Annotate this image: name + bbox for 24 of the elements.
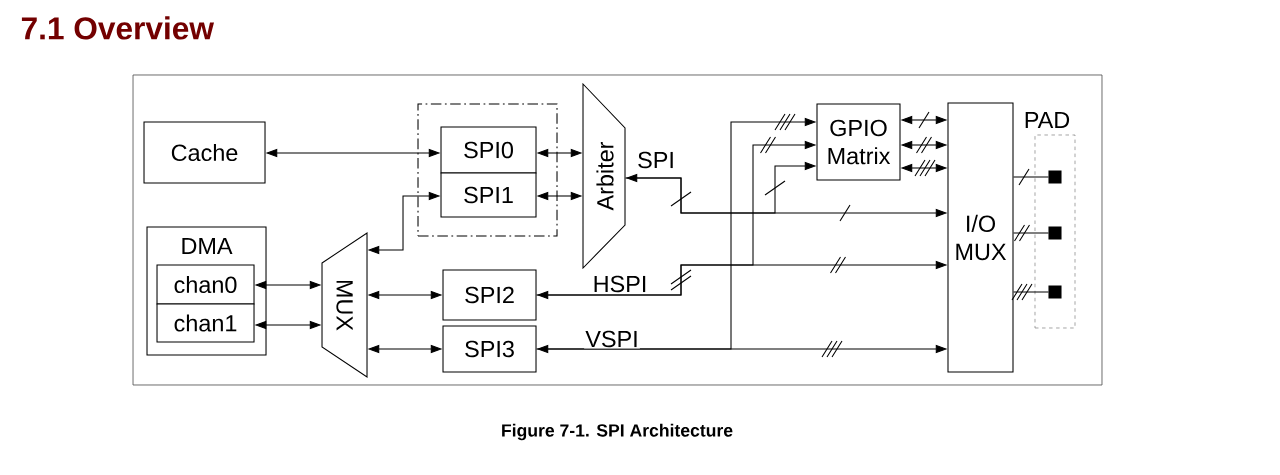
dash-dot-group-box xyxy=(417,103,558,237)
io-mux-box: I/O MUX xyxy=(947,102,1014,373)
figure-caption: Figure 7-1. SPI Architecture xyxy=(502,423,733,441)
pad-square xyxy=(1048,170,1062,184)
node-label: PAD xyxy=(1025,111,1070,129)
module-box: SPI0 xyxy=(440,126,537,174)
channel-box: chan1 xyxy=(156,303,255,343)
connector xyxy=(1013,224,1049,242)
module-box: SPI2 xyxy=(442,269,537,321)
pad-group-box: PAD xyxy=(1025,111,1076,329)
module-box: SPI1 xyxy=(440,172,537,218)
connector xyxy=(1011,283,1049,301)
module-box: Cache xyxy=(143,121,266,184)
pad-square xyxy=(1048,285,1062,299)
mux-trapezoid: MUX xyxy=(321,232,368,378)
edge-label: SPI xyxy=(638,151,673,169)
connector xyxy=(1013,168,1049,186)
pad-square xyxy=(1048,226,1062,240)
section-heading: 7.1 Overview xyxy=(21,16,214,40)
gpio-matrix-box: GPIO Matrix xyxy=(816,103,901,181)
edge-label: VSPI xyxy=(585,330,637,348)
edge-label: HSPI xyxy=(594,275,646,293)
module-box: SPI3 xyxy=(442,325,537,373)
channel-box: chan0 xyxy=(156,264,255,305)
